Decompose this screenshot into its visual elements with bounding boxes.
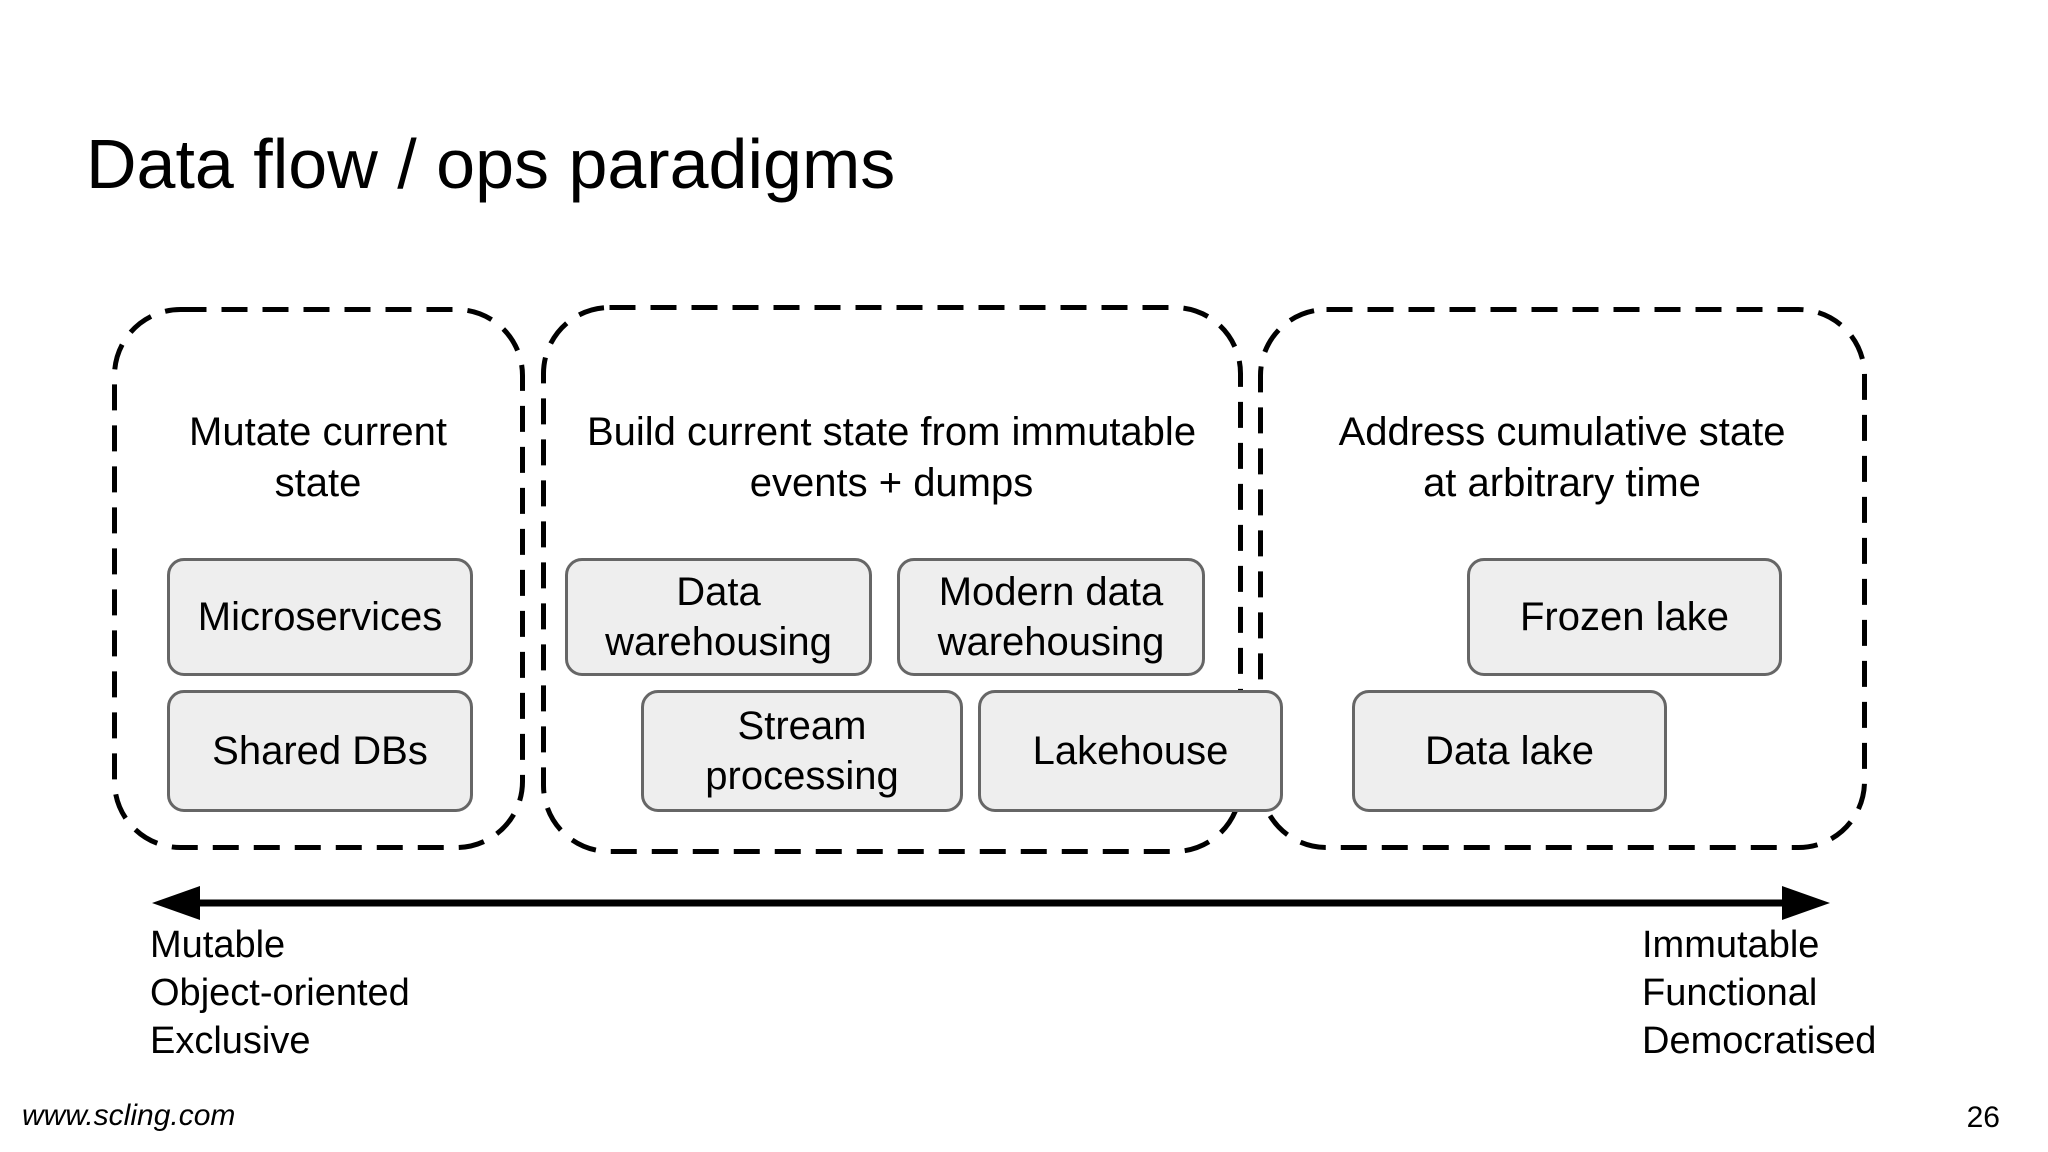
group-outline-build-current-state	[541, 305, 1243, 854]
node-data-warehousing: Data warehousing	[565, 558, 872, 676]
axis-label-exclusive: Exclusive	[150, 1020, 311, 1062]
node-lakehouse: Lakehouse	[978, 690, 1283, 812]
node-modern-data-warehousing: Modern data warehousing	[897, 558, 1205, 676]
axis-label-immutable: Immutable	[1642, 924, 1820, 966]
arrowhead-right-icon	[1782, 886, 1830, 920]
group-outline-address-cumulative-state	[1258, 307, 1867, 850]
mutable-immutable-axis-arrow	[152, 886, 1830, 920]
group-heading-mutate-current-state: Mutate current state	[189, 410, 447, 505]
axis-label-democratised: Democratised	[1642, 1020, 1877, 1062]
node-microservices: Microservices	[167, 558, 473, 676]
axis-label-object-oriented: Object-oriented	[150, 972, 410, 1014]
node-stream-processing: Stream processing	[641, 690, 963, 812]
node-shared-dbs: Shared DBs	[167, 690, 473, 812]
group-heading-build-current-state: Build current state from immutable event…	[586, 410, 1197, 505]
footer-website: www.scling.com	[22, 1099, 236, 1132]
group-outline-mutate-current-state	[112, 307, 525, 850]
group-heading-address-cumulative-state: Address cumulative state at arbitrary ti…	[1338, 410, 1786, 505]
axis-label-mutable: Mutable	[150, 924, 286, 966]
arrowhead-left-icon	[152, 886, 200, 920]
page-title: Data flow / ops paradigms	[86, 125, 896, 203]
axis-labels-left: Mutable Object-oriented Exclusive	[150, 921, 410, 1065]
page-number: 26	[1966, 1101, 2000, 1134]
node-frozen-lake: Frozen lake	[1467, 558, 1782, 676]
node-data-lake: Data lake	[1352, 690, 1667, 812]
axis-labels-right: Immutable Functional Democratised	[1642, 921, 1876, 1065]
axis-label-functional: Functional	[1642, 972, 1818, 1014]
